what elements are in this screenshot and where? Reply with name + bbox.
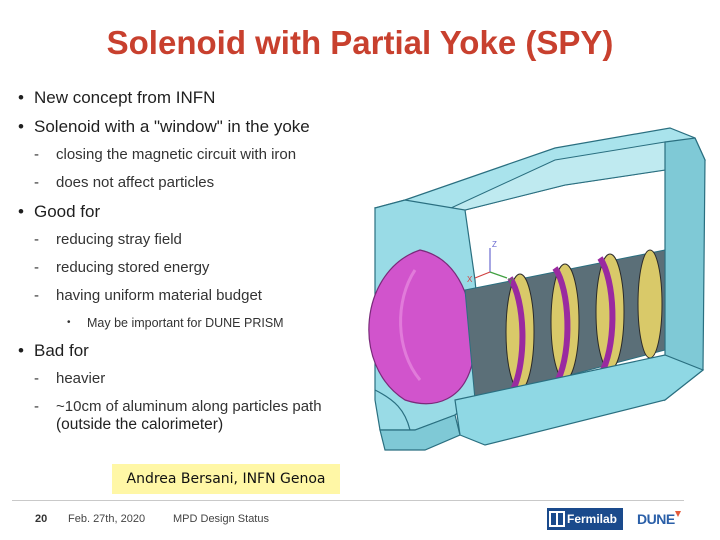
sub-heavier: heavier xyxy=(12,370,372,388)
coil-band-2 xyxy=(552,266,571,382)
fermilab-logo: Fermilab xyxy=(547,508,623,530)
bullet-list: New concept from INFN Solenoid with a "w… xyxy=(12,88,372,444)
dune-logo: DUNE xyxy=(637,511,681,527)
spy-magnet-figure: Z X Y xyxy=(368,127,706,451)
coil-band-3 xyxy=(597,256,616,372)
coil-band-1 xyxy=(507,276,526,392)
sub-stored-energy: reducing stored energy xyxy=(12,259,372,277)
bullet-new-concept: New concept from INFN xyxy=(12,88,372,108)
sub-not-affect: does not affect particles xyxy=(12,174,372,192)
sub-material-budget: having uniform material budget xyxy=(12,287,372,305)
author-credit: Andrea Bersani, INFN Genoa xyxy=(112,464,340,494)
bullet-good-for: Good for xyxy=(12,202,372,222)
sub-stray-field: reducing stray field xyxy=(12,231,372,249)
bullet-solenoid-window: Solenoid with a "window" in the yoke xyxy=(12,117,372,137)
axis-y-label: Y xyxy=(508,277,514,286)
axis-z-label: Z xyxy=(492,240,497,249)
sub-aluminum-text: ~10cm of aluminum along particles path xyxy=(56,398,322,415)
yoke-left-foot xyxy=(379,414,461,451)
axis-x-line xyxy=(474,271,491,279)
sub-aluminum: ~10cm of aluminum along particles path (… xyxy=(12,398,336,434)
sub-closing-circuit: closing the magnetic circuit with iron xyxy=(12,146,372,164)
page-number: 20 xyxy=(35,513,48,525)
coil-ring-4 xyxy=(637,249,663,359)
slide-title: Solenoid with Partial Yoke (SPY) xyxy=(106,24,614,61)
bullet-bad-for: Bad for xyxy=(12,341,372,361)
front-notch xyxy=(374,389,411,431)
cryostat-highlight xyxy=(399,269,422,381)
footer-date: Feb. 27th, 2020 xyxy=(68,513,146,525)
subsub-dune-prism: May be important for DUNE PRISM xyxy=(12,315,372,331)
sub-aluminum-note: (outside the calorimeter) xyxy=(56,416,224,433)
fermilab-wordmark: Fermilab xyxy=(567,512,617,526)
axis-x-label: X xyxy=(467,275,473,284)
dune-wordmark: DUNE xyxy=(637,511,675,527)
footer-divider xyxy=(12,500,684,501)
footer-title: MPD Design Status xyxy=(173,513,269,525)
axis-y-line xyxy=(489,271,508,279)
